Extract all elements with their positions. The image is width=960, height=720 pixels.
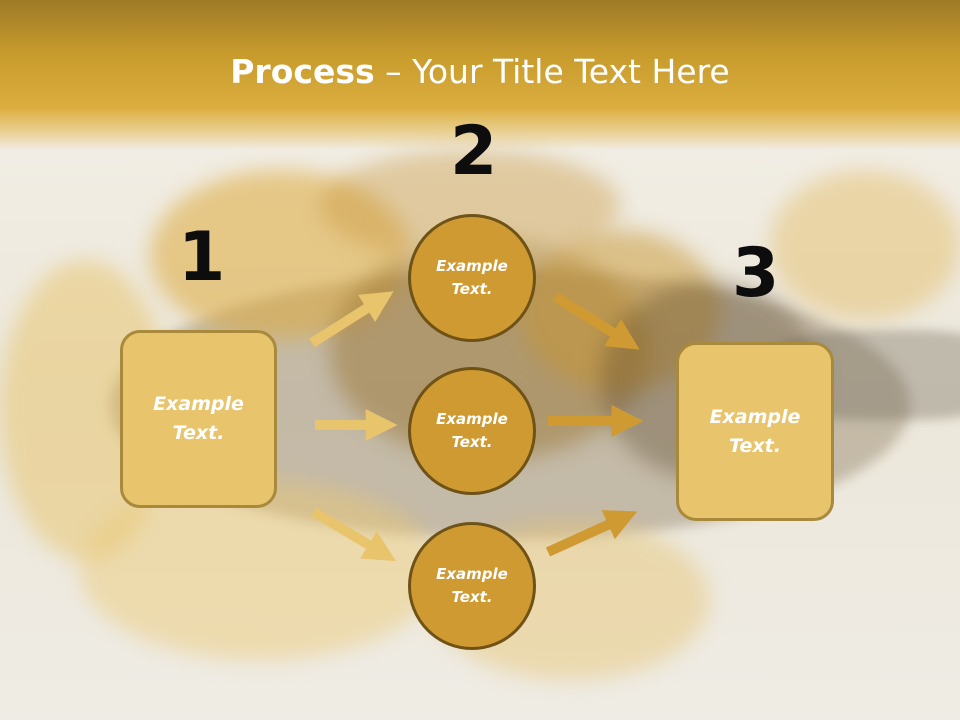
- circle-middle-text: Example Text.: [436, 410, 508, 451]
- step-number-1: 1: [178, 218, 226, 297]
- arrow-circle-bottom-to-box: [545, 510, 638, 557]
- circle-top-text: Example Text.: [436, 257, 508, 298]
- arrow-box-to-circle-bottom: [311, 507, 396, 562]
- title-rest: – Your Title Text Here: [374, 52, 730, 91]
- arrow-circle-top-to-box: [553, 292, 640, 350]
- circle-top: Example Text.: [408, 214, 536, 342]
- left-step-box: Example Text.: [120, 330, 277, 508]
- circle-bottom: Example Text.: [408, 522, 536, 650]
- step-number-3: 3: [732, 234, 780, 313]
- step-number-2: 2: [450, 112, 498, 191]
- arrow-box-to-circle-top: [309, 291, 394, 348]
- title-bold: Process: [230, 52, 375, 91]
- circle-bottom-text: Example Text.: [436, 565, 508, 606]
- header-band: [0, 0, 960, 150]
- left-step-text: Example Text.: [153, 393, 244, 444]
- page-title: Process – Your Title Text Here: [0, 52, 960, 91]
- circle-middle: Example Text.: [408, 367, 536, 495]
- right-step-box: Example Text.: [676, 342, 834, 521]
- right-step-text: Example Text.: [709, 405, 801, 457]
